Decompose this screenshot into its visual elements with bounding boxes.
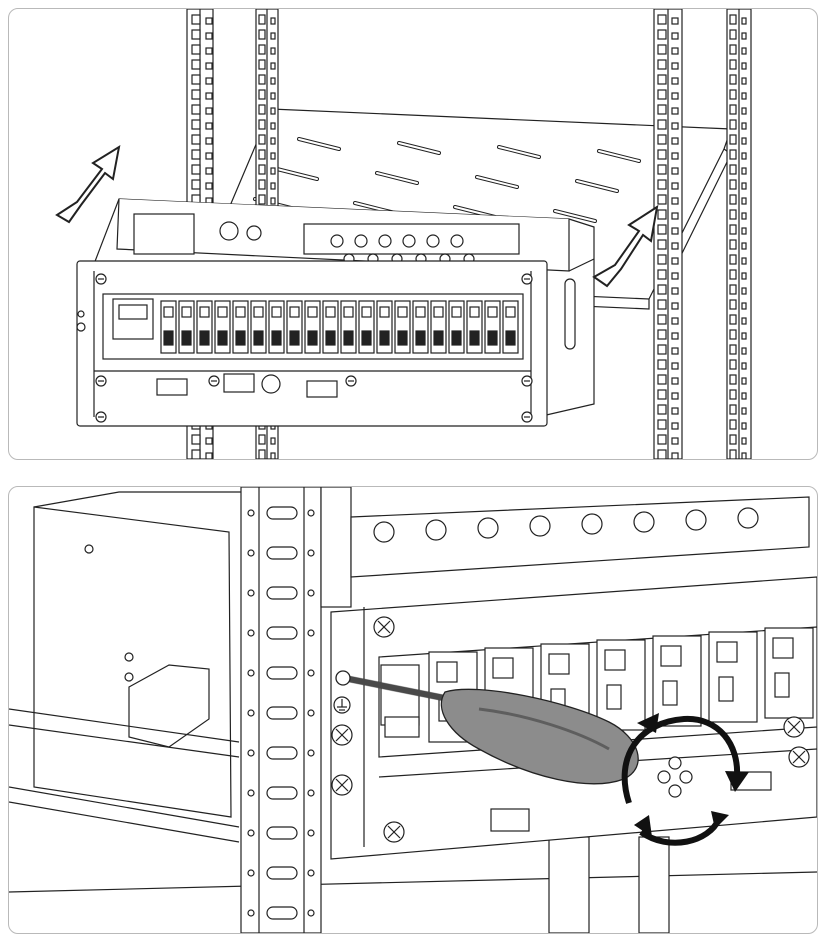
bottom-panel-fasten-screws [8,486,818,934]
rack-rail-right-rear [726,9,752,459]
chassis-side-panel [33,506,232,818]
top-illustration [55,9,752,459]
bottom-illustration [9,487,817,933]
terminal-block-right [306,380,338,398]
insert-arrow-left [55,144,121,224]
terminal-block-left [156,378,188,396]
terminal-block-detail [490,808,530,832]
rack-rail-detail [240,487,322,933]
ground-symbol [333,696,351,714]
insert-arrow-right [592,204,659,288]
top-panel-insert-unit [8,8,818,460]
rack-rail-right-front [653,9,683,459]
lcd-display [223,373,255,393]
power-unit [76,198,595,427]
control-keypad [261,374,281,394]
breaker-row [160,300,519,354]
